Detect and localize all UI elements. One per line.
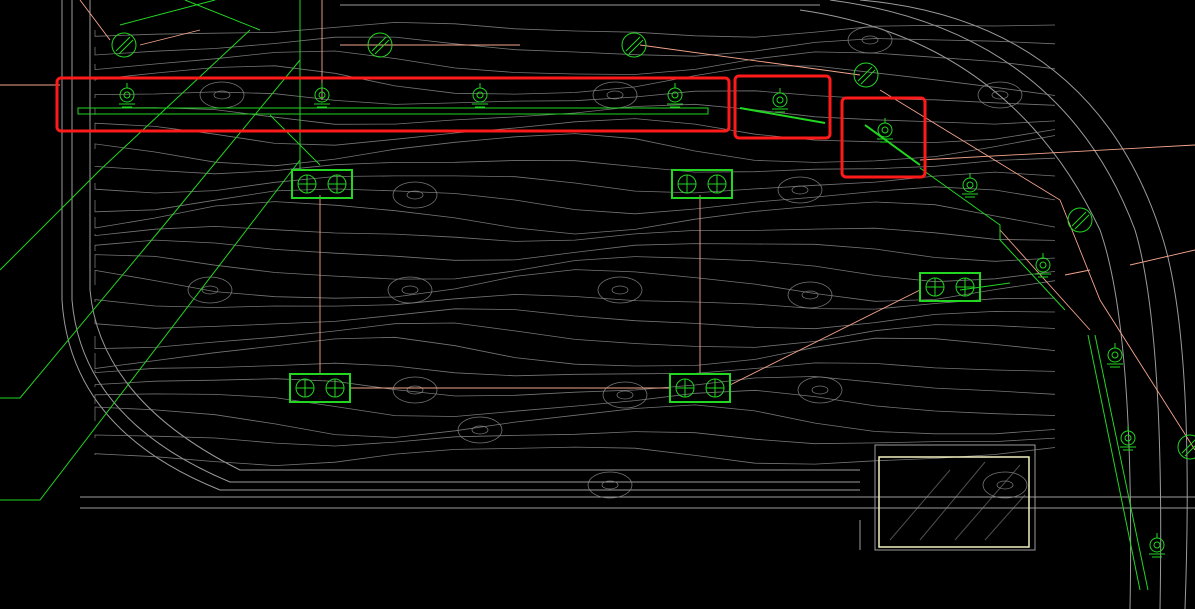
wood-knot [387, 276, 433, 304]
wood-knot [787, 281, 833, 309]
hatched-circle-icon [111, 32, 137, 58]
spot-light-icon[interactable] [962, 173, 978, 198]
hatched-circle-icon [367, 32, 393, 58]
spot-light-icon[interactable] [119, 83, 135, 108]
contour-line [94, 239, 1056, 262]
contour-line [94, 404, 1056, 438]
contour-line [94, 201, 1056, 235]
wood-knot-core [471, 425, 489, 435]
wood-knot [847, 26, 893, 54]
wood-knot-core [791, 185, 809, 195]
wood-knot [392, 376, 438, 404]
wood-knot-core [406, 385, 424, 395]
contour-line [94, 254, 1056, 283]
track-bar-segment-4 [919, 167, 1066, 311]
wood-knot-core [991, 90, 1009, 100]
hatched-equipment-box [878, 456, 1030, 548]
hatched-circle-icon [1177, 434, 1195, 460]
double-light-box[interactable] [669, 373, 731, 403]
contour-line [94, 446, 1056, 467]
spot-light-icon[interactable] [1107, 343, 1123, 368]
track-bar-segment-5 [1087, 334, 1141, 591]
wiring-lines [0, 0, 1195, 451]
wood-knot [597, 276, 643, 304]
highlight-annotations [55, 74, 927, 179]
green-guide-lines [0, 0, 1011, 501]
wood-knot-core [601, 480, 619, 490]
hatched-circle-symbols [111, 32, 1195, 460]
wood-knot-core [213, 90, 231, 100]
highlight-box-fixture-2[interactable] [733, 74, 832, 140]
contour-line [94, 186, 1056, 215]
wood-knot-core [616, 390, 634, 400]
contour-line [94, 376, 1056, 397]
contour-line [94, 322, 1056, 350]
double-light-box[interactable] [289, 373, 351, 403]
hatched-circle-icon [621, 32, 647, 58]
contour-line [94, 225, 1056, 242]
wood-knot [199, 81, 245, 109]
spot-light-icon[interactable] [1149, 533, 1165, 558]
wood-knot [392, 181, 438, 209]
double-light-box[interactable] [919, 272, 981, 302]
wood-knot-core [611, 285, 629, 295]
wood-knot-core [811, 385, 829, 395]
spot-light-icon[interactable] [1035, 253, 1051, 278]
wood-knot [977, 81, 1023, 109]
contour-line [94, 336, 1056, 369]
contour-line [94, 171, 1056, 194]
wood-knot-core [996, 480, 1014, 490]
track-bar-segment-3 [864, 124, 921, 166]
spot-light-icon[interactable] [1120, 426, 1136, 451]
contour-line [94, 362, 1056, 377]
contour-line [94, 389, 1056, 417]
wood-knot-core [801, 290, 819, 300]
double-light-boxes [289, 169, 981, 403]
hatched-circle-icon [1067, 207, 1093, 233]
spot-light-icon[interactable] [667, 83, 683, 108]
track-bar-main [77, 107, 709, 115]
wood-knot-core [401, 285, 419, 295]
highlight-box-fixture-3[interactable] [840, 96, 927, 179]
double-light-box[interactable] [671, 169, 733, 199]
contour-line [94, 21, 1056, 38]
wood-knot-core [201, 285, 219, 295]
spot-light-fixtures [119, 83, 1165, 558]
wood-knot [982, 471, 1028, 499]
wood-knot [797, 376, 843, 404]
contour-line [94, 431, 1056, 447]
spot-light-icon[interactable] [472, 83, 488, 108]
wood-knot [602, 381, 648, 409]
wood-knot-core [406, 190, 424, 200]
site-boundary-outline [61, 0, 1195, 609]
contour-line [94, 157, 1056, 175]
highlight-box-track-main[interactable] [55, 76, 731, 133]
wood-knot [777, 176, 823, 204]
contour-line [94, 50, 1056, 75]
track-bars [77, 107, 1149, 591]
contour-line [94, 36, 1056, 57]
spot-light-icon[interactable] [772, 88, 788, 113]
contour-line [94, 133, 1056, 167]
wood-knot [187, 276, 233, 304]
contour-line [94, 65, 1056, 96]
wood-knot [592, 81, 638, 109]
wood-knot [457, 416, 503, 444]
wood-knot [587, 471, 633, 499]
track-bar-segment-2 [739, 107, 826, 124]
contour-line [94, 269, 1056, 302]
wood-knot-core [861, 35, 879, 45]
double-light-box[interactable] [291, 169, 353, 199]
wood-knot-core [606, 90, 624, 100]
spot-light-icon[interactable] [877, 118, 893, 143]
wood-grain-contours [94, 21, 1056, 467]
spot-light-icon[interactable] [314, 83, 330, 108]
contour-line [94, 308, 1056, 330]
hatched-circle-icon [853, 62, 879, 88]
contour-line [94, 293, 1056, 310]
